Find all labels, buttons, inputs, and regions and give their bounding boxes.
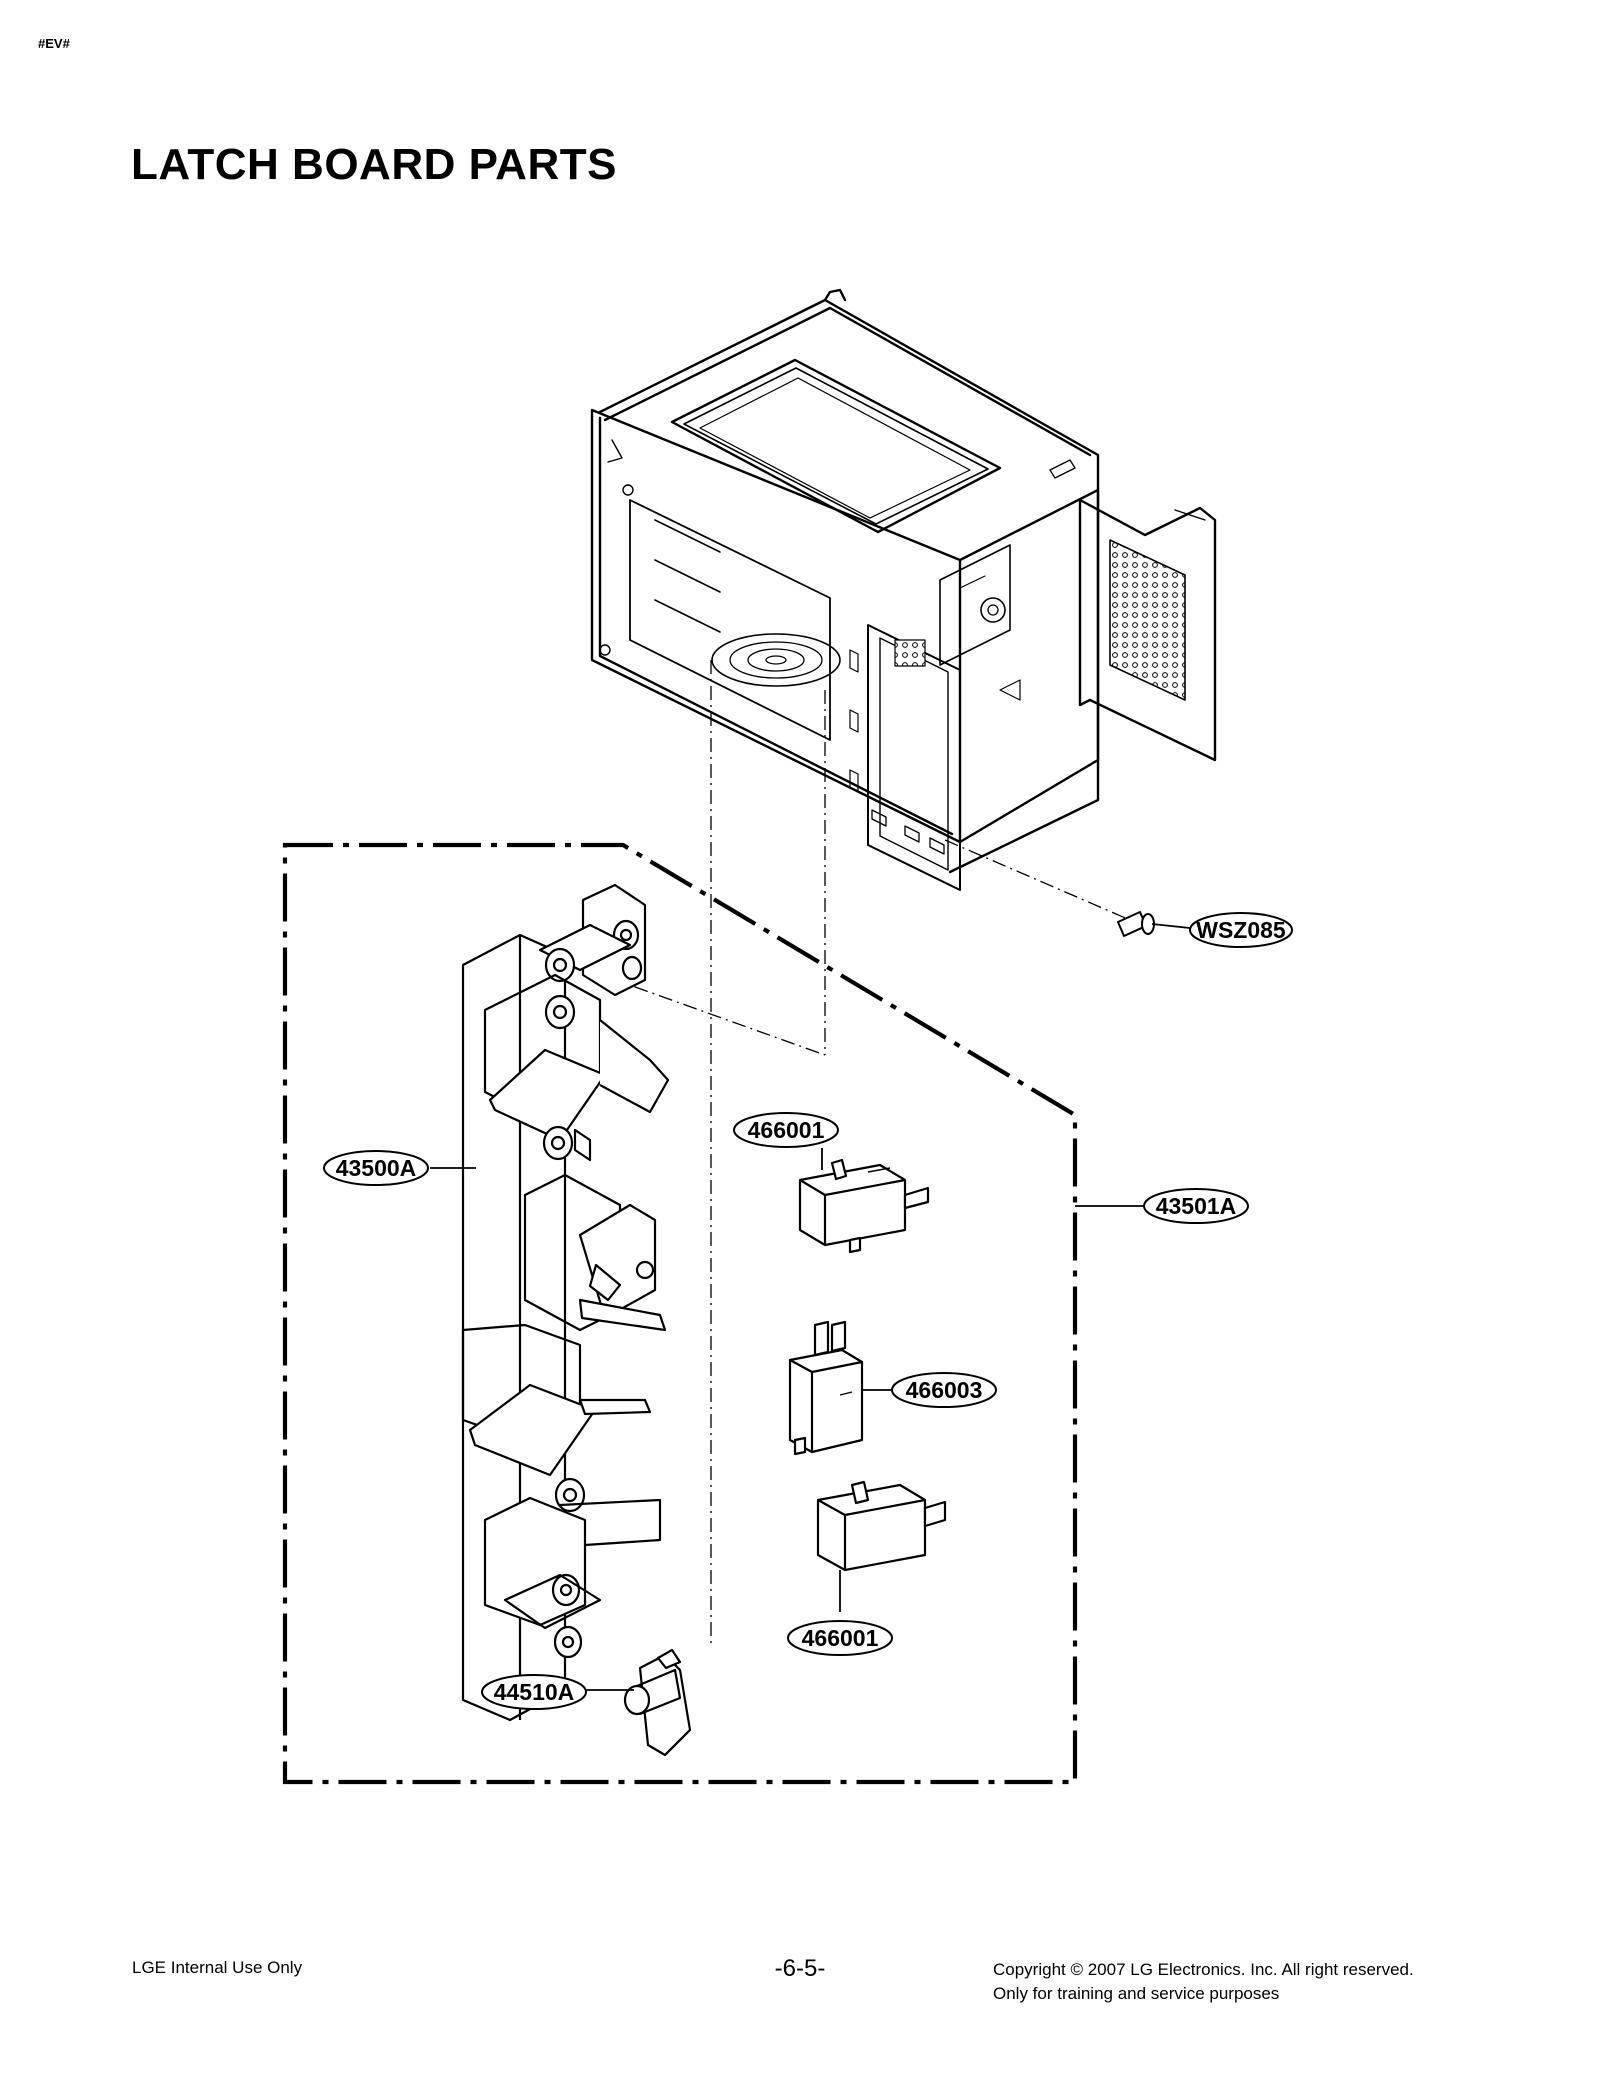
callout-oval-44510a (481, 1674, 587, 1710)
micro-switch-466003 (788, 1320, 864, 1456)
callout-oval-wsz085 (1189, 912, 1293, 948)
latch-lever-44510A (623, 1648, 692, 1757)
footer-internal-use: LGE Internal Use Only (132, 1958, 303, 1977)
callout-oval-43501a (1143, 1188, 1249, 1224)
screw-WSZ085 (1117, 911, 1155, 937)
footer-copyright-block: Copyright © 2007 LG Electronics. Inc. Al… (993, 1958, 1414, 2006)
assembly-guide-lines (609, 660, 1131, 1648)
callout-oval-466001-bottom (787, 1620, 893, 1656)
callout-oval-43500a (323, 1150, 429, 1186)
callout-43501a: 43501A (1156, 1193, 1237, 1219)
micro-switch-466001-bottom (816, 1480, 947, 1572)
callout-466003: 466003 (906, 1377, 983, 1403)
callout-oval-466001-top (733, 1112, 839, 1148)
cavity-assembly (590, 288, 1217, 891)
callout-43500a: 43500A (336, 1155, 417, 1181)
page-title: LATCH BOARD PARTS (131, 140, 617, 189)
page-number: -6-5- (774, 1955, 826, 1982)
micro-switch-466001-top (798, 1158, 930, 1254)
callout-466001-bottom: 466001 (802, 1625, 879, 1651)
header-tag: #EV# (38, 36, 70, 51)
footer-training-note: Only for training and service purposes (993, 1984, 1280, 2003)
callout-466001-top: 466001 (748, 1117, 825, 1143)
callout-wsz085: WSZ085 (1196, 917, 1286, 943)
callout-oval-466003 (891, 1372, 997, 1408)
callout-44510a: 44510A (494, 1679, 575, 1705)
callout-leaders (430, 923, 1191, 1691)
latch-board-43500A (461, 883, 670, 1722)
latch-board-group-boundary (282, 842, 1078, 1785)
footer-copyright: Copyright © 2007 LG Electronics. Inc. Al… (993, 1960, 1414, 1979)
